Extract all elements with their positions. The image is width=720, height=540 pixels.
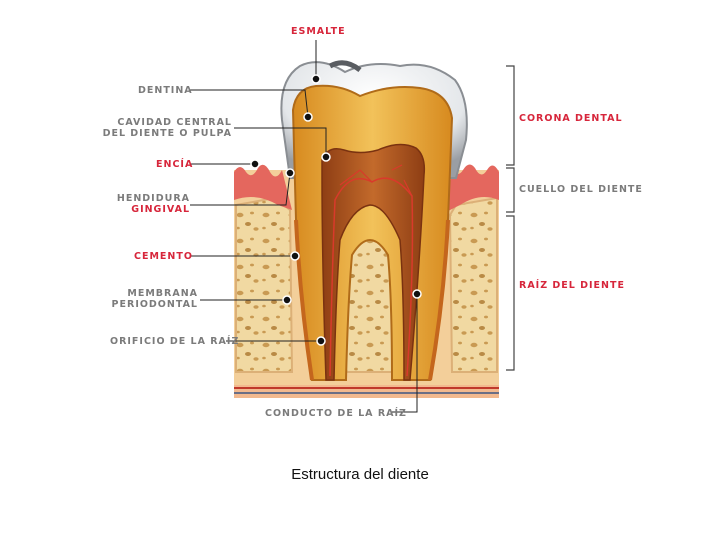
label-conducto-raiz: CONDUCTO DE LA RAÍZ [265,408,407,419]
label-encia: ENCÍA [156,159,193,170]
label-cavidad-line2: DEL DIENTE O PULPA [96,128,232,139]
label-membrana-line1: MEMBRANA [100,288,198,299]
label-membrana-line2: PERIODONTAL [100,299,198,310]
label-cemento: CEMENTO [134,251,193,262]
figure-caption: Estructura del diente [0,466,720,483]
label-hendidura-line2: GINGIVAL [96,204,190,215]
label-hendidura-gingival: HENDIDURA GINGIVAL [96,193,190,215]
label-cavidad-central: CAVIDAD CENTRAL DEL DIENTE O PULPA [96,117,232,139]
section-brackets [506,66,514,370]
label-cavidad-line1: CAVIDAD CENTRAL [96,117,232,128]
label-hendidura-line1: HENDIDURA [96,193,190,204]
label-cuello-diente: CUELLO DEL DIENTE [519,184,643,195]
label-orificio-raiz: ORIFICIO DE LA RAÍZ [110,336,239,347]
label-dentina: DENTINA [138,85,193,96]
label-raiz-diente: RAÍZ DEL DIENTE [519,280,625,291]
label-membrana-periodontal: MEMBRANA PERIODONTAL [100,288,198,310]
label-corona-dental: CORONA DENTAL [519,113,623,124]
label-esmalte: ESMALTE [291,26,346,37]
